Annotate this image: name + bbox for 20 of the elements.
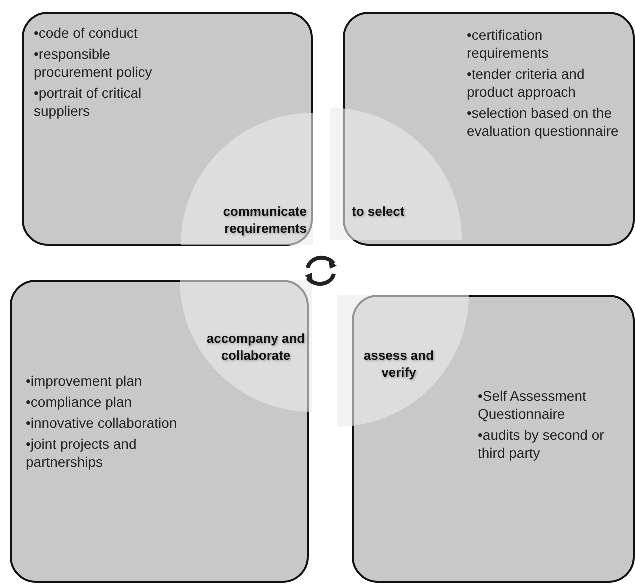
segment-label: communicate requirements bbox=[222, 203, 307, 237]
rounded-panel bbox=[10, 280, 309, 583]
segment-label: assess and verify bbox=[362, 347, 436, 381]
bullet-item: •improvement plan bbox=[26, 372, 144, 390]
bullet-item: •certification requirements bbox=[467, 26, 550, 62]
bullet-item: •responsible procurement policy bbox=[34, 45, 154, 81]
bullet-item: •joint projects and partnerships bbox=[26, 435, 138, 471]
rounded-panel bbox=[352, 295, 635, 583]
segment-label: to select bbox=[352, 203, 406, 220]
bullet-item: •Self Assessment Questionnaire bbox=[478, 387, 588, 423]
bullet-item: •innovative collaboration bbox=[26, 414, 178, 432]
bullet-item: •audits by second or third party bbox=[478, 426, 606, 462]
rounded-panel bbox=[22, 12, 313, 246]
rounded-panel bbox=[343, 12, 635, 246]
bullet-item: •selection based on the evaluation questionnaire bbox=[467, 104, 620, 140]
segment-label: accompany and collaborate bbox=[206, 330, 306, 364]
bullet-item: •portrait of critical suppliers bbox=[34, 84, 143, 120]
bullet-item: •code of conduct bbox=[34, 24, 139, 42]
bullet-item: •tender criteria and product approach bbox=[467, 65, 586, 101]
bullet-item: •compliance plan bbox=[26, 393, 134, 411]
